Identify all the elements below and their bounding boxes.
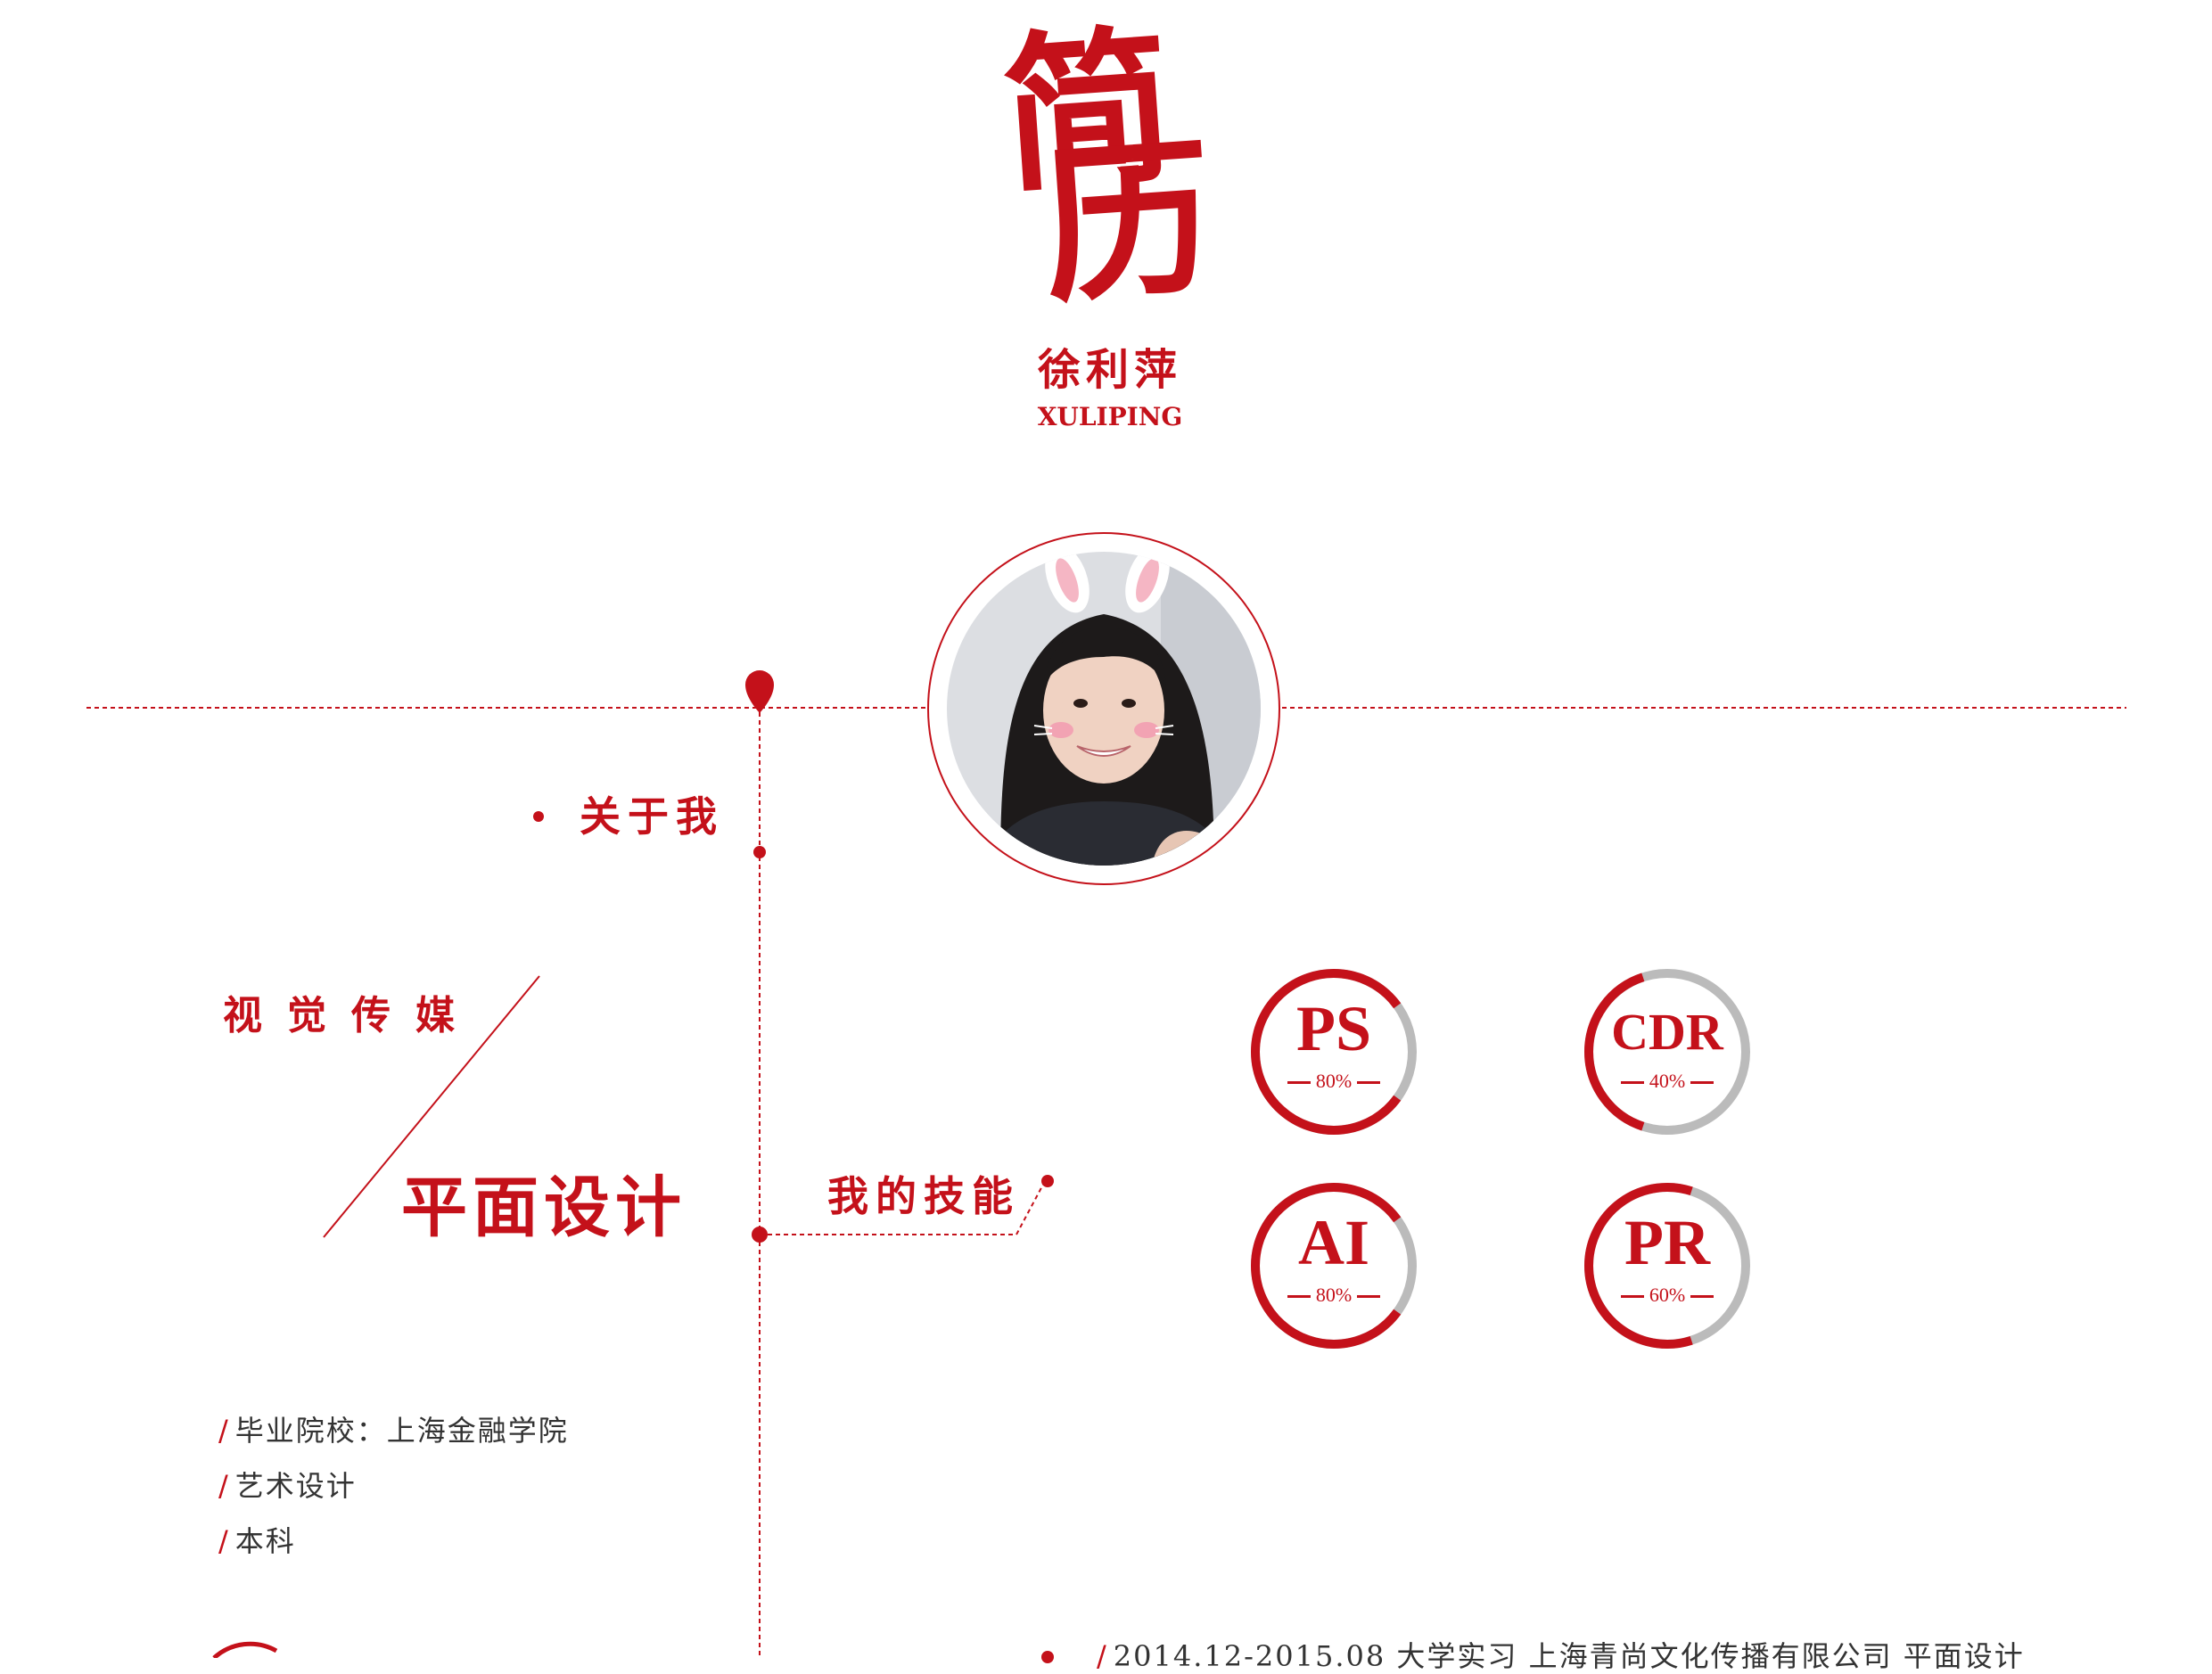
field-label: 视觉传媒 [223,993,480,1038]
skill-ps: PS 80% [1246,964,1421,1139]
skill-percent: 80% [1246,1070,1421,1093]
skill-percent: 60% [1580,1284,1755,1307]
skill-connector-line [760,1180,1046,1235]
name-english: XULIPING [1037,402,1183,431]
skill-ring [1584,1183,1750,1349]
location-pin-icon [745,670,774,713]
experience-bullet-dot [1041,1651,1054,1663]
skill-node-dot [752,1227,768,1243]
skill-ring-progress [1251,1183,1402,1349]
skill-percent: 80% [1246,1284,1421,1307]
about-section-title: 关于我 [580,792,724,841]
about-node-dot [753,846,766,858]
skill-name: PR [1624,1207,1710,1278]
skill-name: AI [1297,1207,1369,1278]
resume-title-char-2: 历 [1036,117,1220,328]
education-item: /本科 [218,1524,296,1558]
specialty-label: 平面设计 [401,1169,687,1246]
skill-pr: PR 60% [1580,1178,1755,1353]
skill-name: CDR [1611,1003,1723,1061]
skill-ring [1584,969,1750,1135]
skill-end-dot [1041,1175,1054,1187]
skills-section-title: 我的技能 [827,1172,1020,1220]
skill-name: PS [1295,993,1372,1064]
education-item: /艺术设计 [218,1469,357,1503]
avatar-photo [947,552,1261,866]
diagonal-divider-line [323,975,540,1238]
skill-cdr: CDR 40% [1580,964,1755,1139]
skill-percent: 40% [1580,1070,1755,1093]
name-chinese: 徐利萍 [1037,345,1182,395]
education-item: /毕业院校：上海金融学院 [218,1414,569,1448]
skill-ring [1251,1183,1417,1349]
experience-item: /2014.12-2015.08 大学实习 上海青尚文化传播有限公司 平面设计 [1097,1639,2025,1673]
skill-ring-progress [1584,972,1645,1131]
bottom-left-arc [212,1641,278,1658]
about-bullet-dot [533,811,544,822]
skill-ring-progress [1251,969,1402,1135]
skill-ai: AI 80% [1246,1178,1421,1353]
skill-ring [1251,969,1417,1135]
avatar [947,552,1261,866]
skill-ring-progress [1584,1183,1693,1349]
